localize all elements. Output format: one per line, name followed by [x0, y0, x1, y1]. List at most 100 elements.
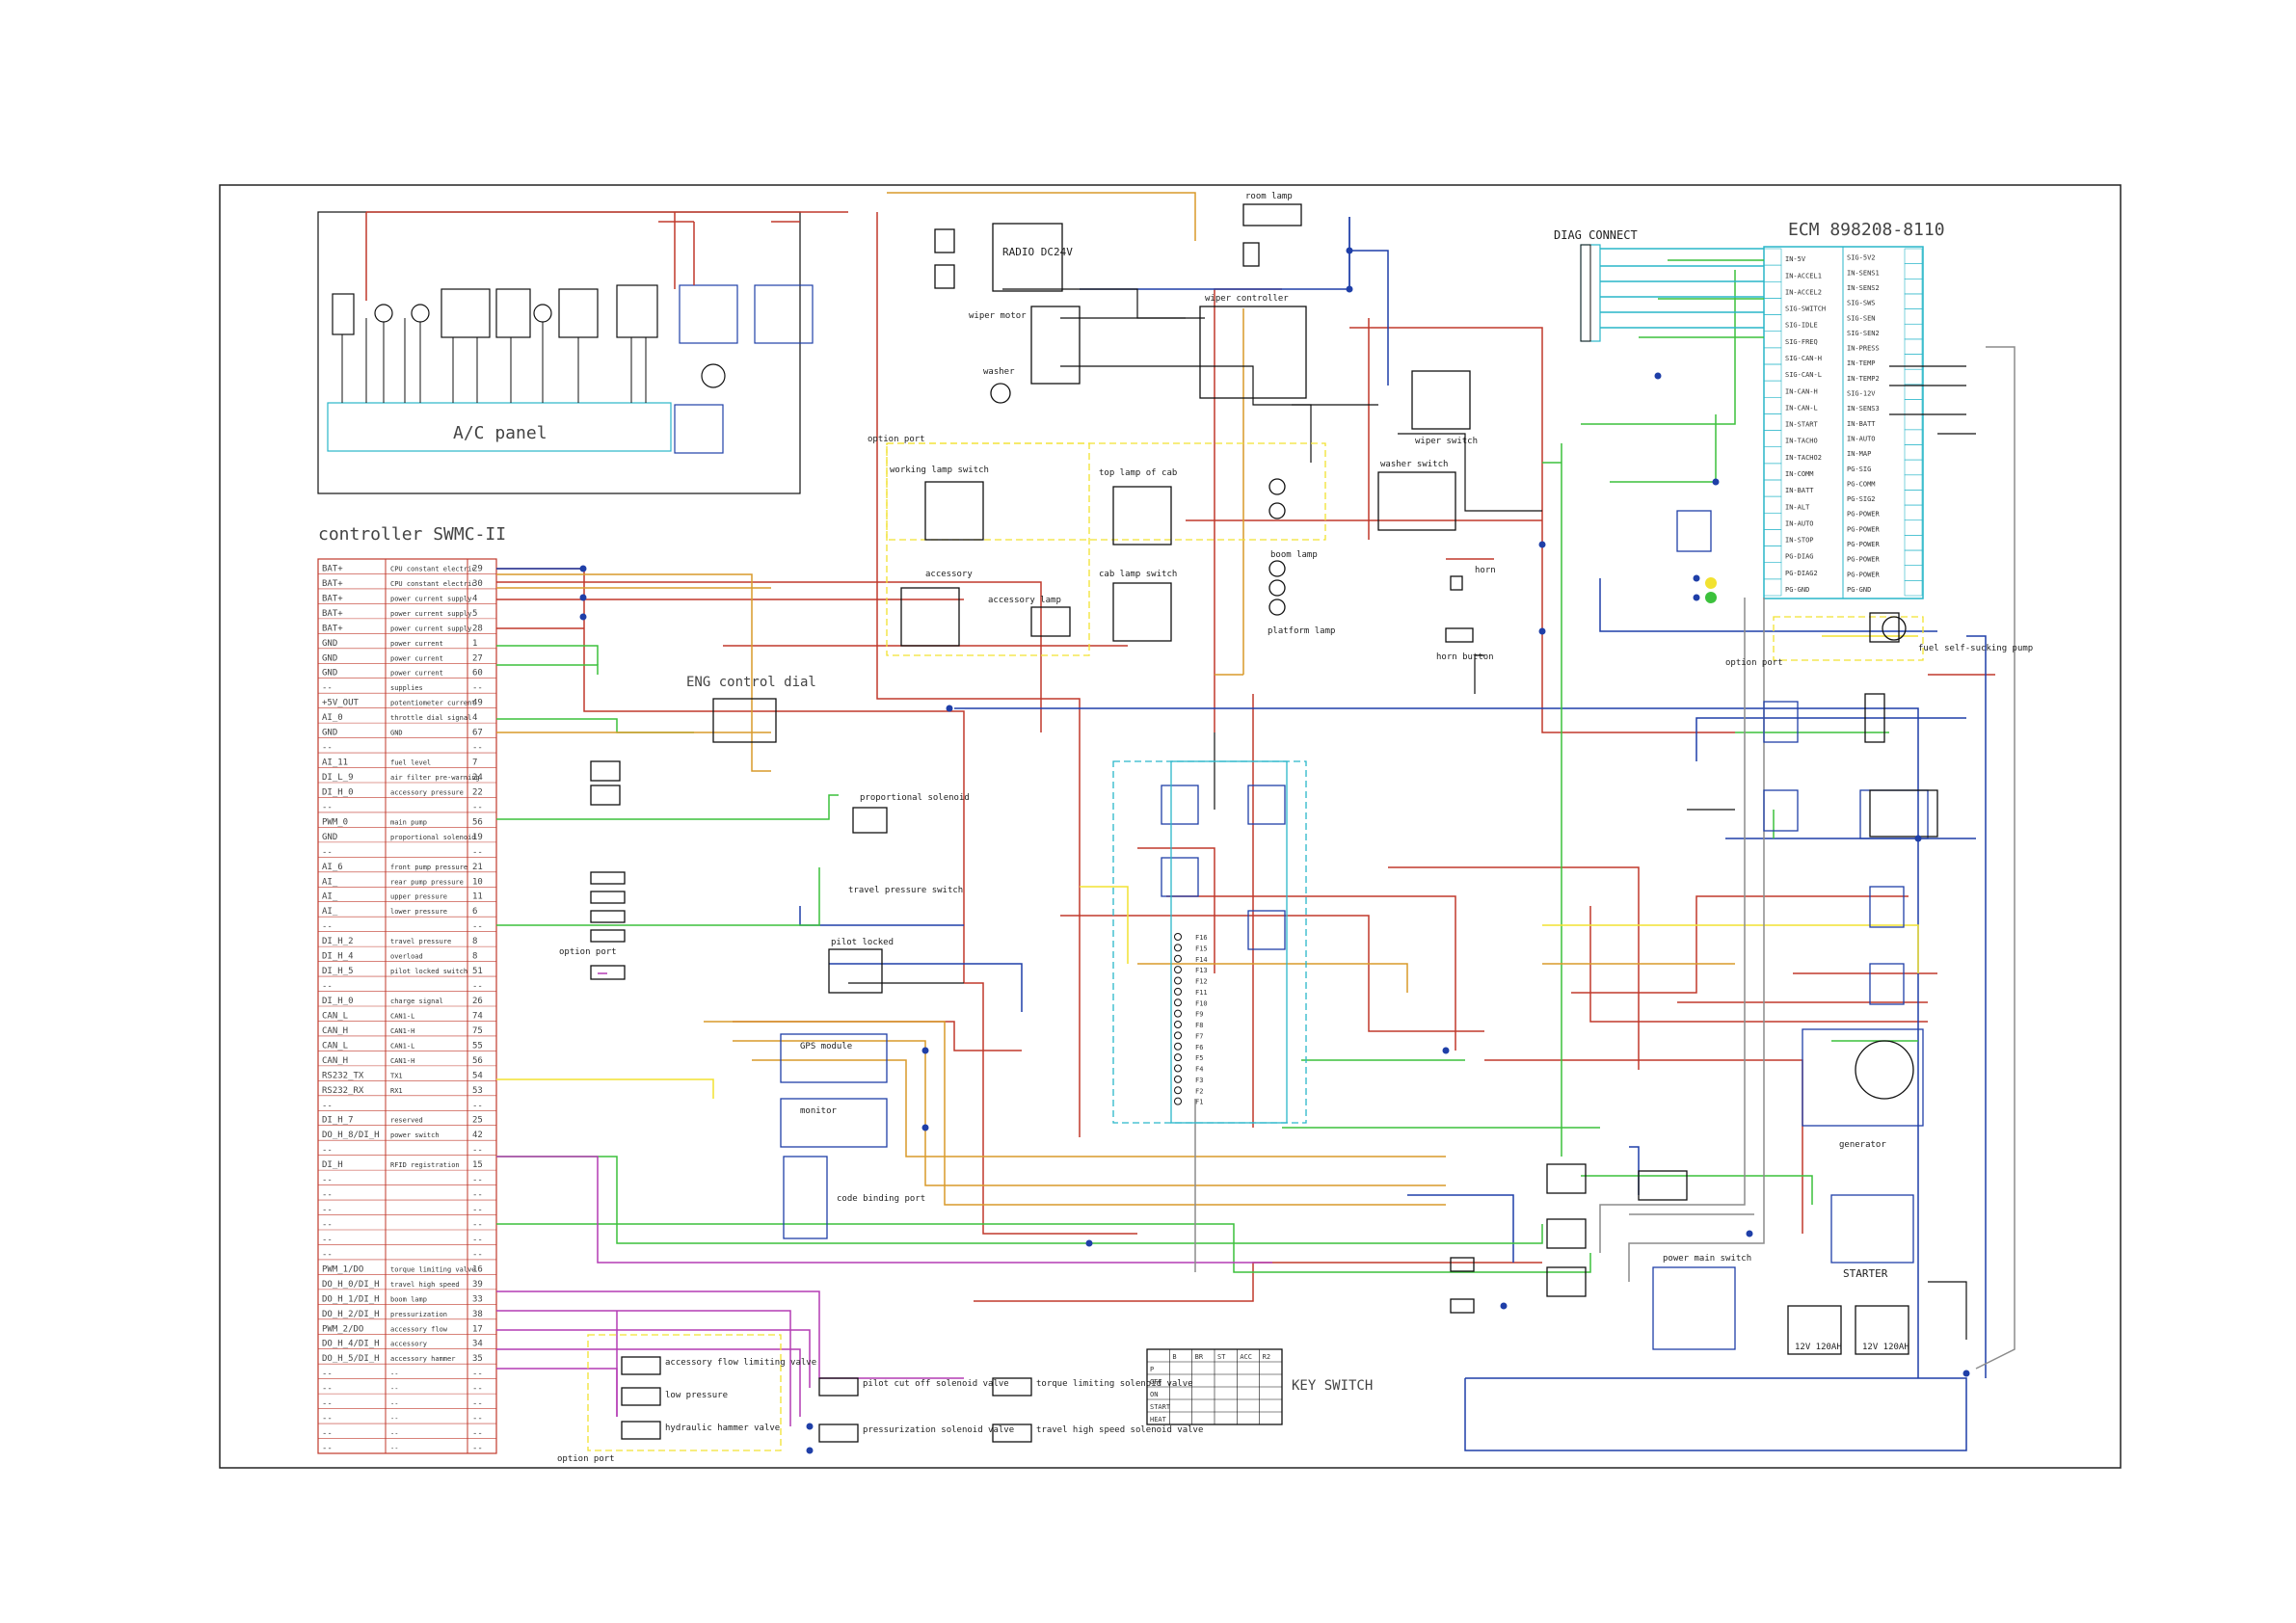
controller-row-name: -- — [322, 1370, 333, 1379]
fuse-terminal — [1174, 933, 1182, 941]
controller-row-desc: boom lamp — [390, 1295, 427, 1303]
controller-row-pin: 53 — [472, 1086, 483, 1096]
ecm-left-pin: IN-ACCEL2 — [1785, 288, 1822, 296]
controller-row-desc: TX1 — [390, 1072, 403, 1079]
ecm-left-pin: IN-AUTO — [1785, 519, 1814, 527]
controller-row-desc: lower pressure — [390, 908, 447, 916]
fuse-label: F11 — [1195, 989, 1208, 997]
wiper-motor-label: wiper motor — [969, 311, 1027, 321]
junction-dots — [579, 247, 1970, 1454]
ecm-left-pin: SIG-FREQ — [1785, 338, 1818, 346]
radio-label: RADIO DC24V — [1002, 246, 1073, 258]
ecm-right-pin: IN-PRESS — [1847, 345, 1880, 353]
key-switch-label: KEY SWITCH — [1292, 1378, 1373, 1394]
sheet-border — [219, 184, 2122, 1469]
controller-row-desc: power switch — [390, 1131, 440, 1139]
controller-row-name: -- — [322, 1444, 333, 1453]
gps-module-box — [780, 1033, 888, 1083]
controller-row-name: -- — [322, 1414, 333, 1423]
power-main-switch-label: power main switch — [1663, 1254, 1751, 1264]
ecm-right-pin: SIG-SEN2 — [1847, 330, 1880, 337]
controller-row-name: RS232_TX — [322, 1071, 364, 1080]
controller-row-pin: 39 — [472, 1280, 483, 1290]
accessory-label: accessory — [925, 570, 973, 579]
ecm-right-pin: IN-MAP — [1847, 450, 1871, 458]
controller-row-pin: -- — [472, 1250, 483, 1260]
working-lamp-switch-label: working lamp switch — [890, 466, 989, 475]
ecm-left-pin: PG-DIAG2 — [1785, 570, 1818, 577]
fuse-terminal — [1174, 954, 1182, 963]
ecm-left-pin: IN-START — [1785, 421, 1819, 429]
key-table-header: B — [1172, 1353, 1176, 1361]
key-table-row-label: HEAT — [1150, 1416, 1167, 1423]
controller-row-name: -- — [322, 847, 333, 857]
controller-row-desc: accessory pressure — [390, 788, 464, 796]
ecm-left-pin: IN-COMM — [1785, 470, 1814, 478]
controller-row-name: -- — [322, 1384, 333, 1394]
pilot-cut-off-label: pilot cut off solenoid valve — [863, 1379, 1009, 1389]
controller-row-pin: 28 — [472, 624, 483, 633]
ecm-right-pin: SIG-SWS — [1847, 300, 1876, 307]
controller-row-name: DI_H_0 — [322, 997, 354, 1006]
controller-row-pin: 4 — [472, 713, 477, 723]
power-main-switch-box — [1652, 1266, 1736, 1350]
ecm-right-pin: IN-SENS2 — [1847, 284, 1880, 292]
controller-row-name: -- — [322, 1429, 333, 1439]
controller-row-pin: 56 — [472, 1056, 483, 1066]
controller-row-pin: -- — [472, 1101, 483, 1110]
controller-row-pin: 19 — [472, 833, 483, 842]
controller-row-pin: -- — [472, 1190, 483, 1200]
controller-row-name: PWM_1/DO — [322, 1264, 363, 1274]
wires — [496, 192, 2016, 1451]
controller-row-desc: supplies — [390, 684, 423, 692]
controller-row-name: -- — [322, 1146, 333, 1156]
ecm-left-pin: IN-TACHO — [1785, 438, 1818, 445]
monitor-box — [780, 1098, 888, 1148]
controller-row-pin: -- — [472, 1146, 483, 1156]
controller-row-name: GND — [322, 833, 337, 842]
controller-row-name: DO_H_5/DI_H — [322, 1354, 380, 1364]
controller-row-pin: 22 — [472, 787, 483, 797]
controller-row-name: -- — [322, 1176, 333, 1185]
controller-row-pin: 10 — [472, 877, 483, 887]
fuse-label: F12 — [1195, 978, 1208, 986]
fuse-label: F9 — [1195, 1011, 1203, 1019]
ecm-right-pin: IN-SENS1 — [1847, 269, 1880, 277]
controller-row-name: -- — [322, 982, 333, 992]
controller-row-name: RS232_RX — [322, 1086, 364, 1096]
ecm-left-pin: IN-5V — [1785, 255, 1806, 263]
ecm-section: ECM 898208-8110 IN-5VIN-ACCEL1IN-ACCEL2S… — [1554, 220, 1945, 599]
ecm-right-pin: PG-POWER — [1847, 511, 1881, 519]
controller-row-desc: -- — [390, 1430, 398, 1438]
controller-row-desc: CAN1-H — [390, 1027, 414, 1035]
fuse-terminal — [1174, 1009, 1182, 1018]
washer-label: washer — [983, 367, 1015, 377]
controller-row-pin: -- — [472, 803, 483, 812]
controller-row-desc: CAN1-H — [390, 1057, 414, 1065]
monitor-label: monitor — [800, 1106, 838, 1116]
controller-row-pin: 16 — [472, 1264, 483, 1274]
key-table-row-label: ON — [1150, 1391, 1158, 1398]
gps-label: GPS module — [800, 1042, 852, 1051]
controller-row-desc: travel pressure — [390, 938, 451, 945]
ac-panel-section: A/C panel — [317, 211, 848, 494]
controller-row-pin: 11 — [472, 892, 483, 902]
room-lamp-label: room lamp — [1245, 192, 1293, 201]
controller-row-desc: -- — [390, 1385, 398, 1393]
battery-label-2: 12V 120AH — [1862, 1343, 1909, 1352]
controller-row-name: CAN_L — [322, 1041, 348, 1051]
controller-row-pin: 27 — [472, 653, 483, 663]
controller-row-pin: -- — [472, 1384, 483, 1394]
ecm-right-pin-box — [1904, 580, 1923, 597]
fuse-label: F15 — [1195, 945, 1208, 952]
controller-row-name: -- — [322, 743, 333, 753]
controller-row-desc: -- — [390, 1445, 398, 1452]
proportional-solenoid-label: proportional solenoid — [860, 793, 970, 803]
controller-row-pin: -- — [472, 743, 483, 753]
controller-row-name: DO_H_8/DI_H — [322, 1131, 380, 1140]
controller-row-name: -- — [322, 1101, 333, 1110]
controller-row-name: DI_H_0 — [322, 787, 354, 797]
fuse-label: F8 — [1195, 1022, 1203, 1029]
controller-row-name: DI_H_5 — [322, 967, 354, 976]
